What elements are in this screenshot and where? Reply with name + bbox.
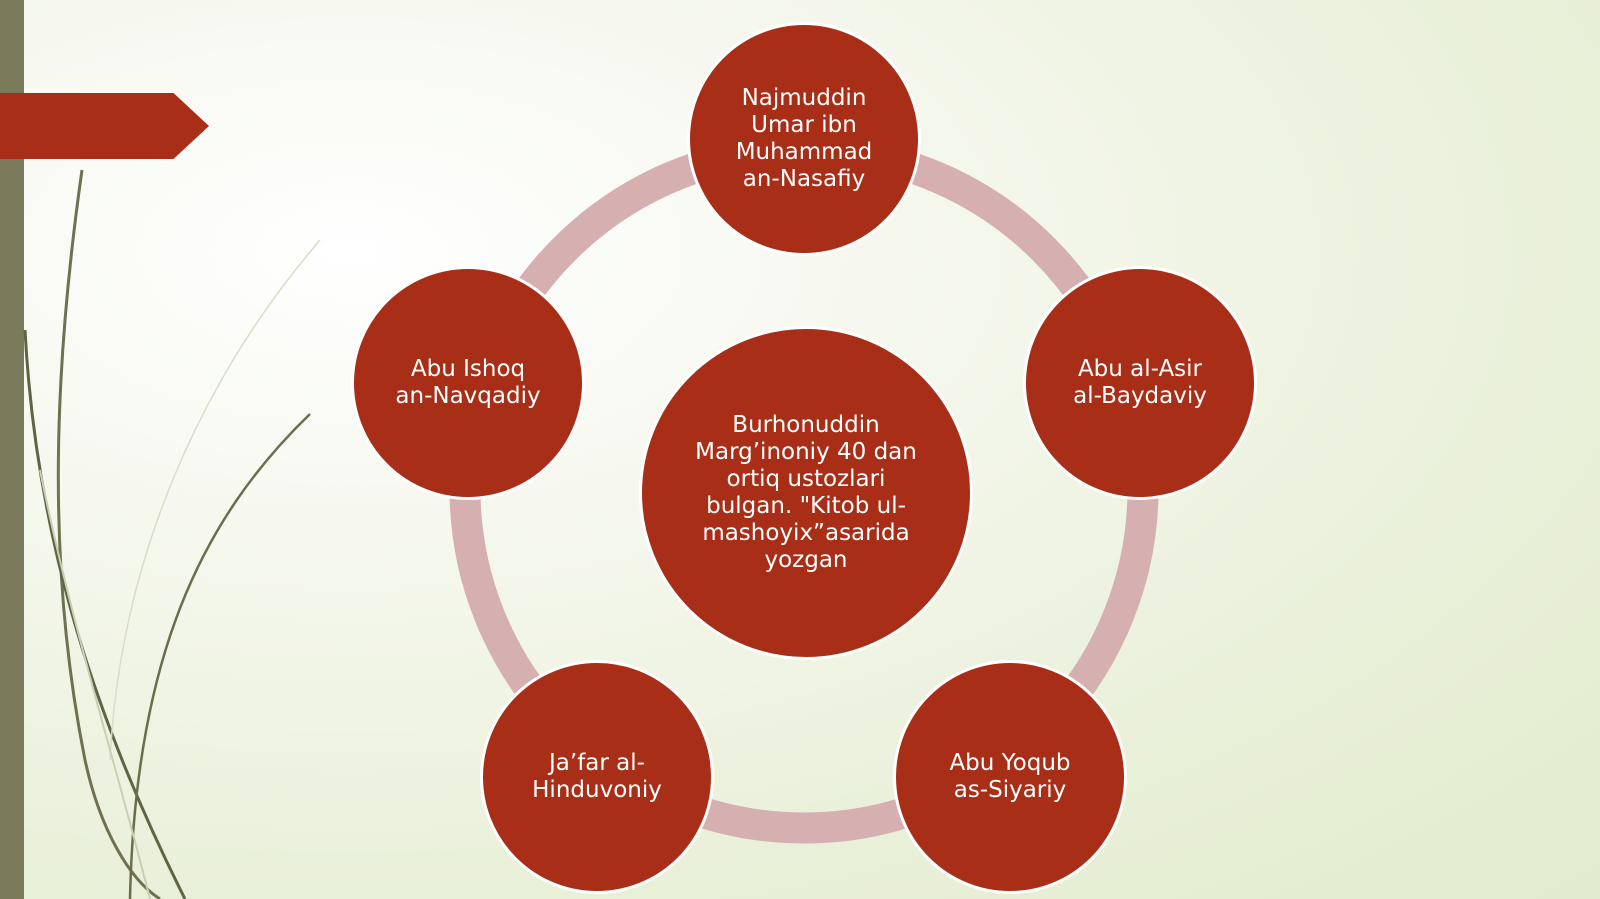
node-abu-yoqub: Abu Yoqub as-Siyariy	[893, 660, 1127, 894]
node-abu-al-asir: Abu al-Asir al-Baydaviy	[1023, 266, 1257, 500]
node-label: Najmuddin Umar ibn Muhammad an-Nasafiy	[735, 85, 873, 192]
node-label: Ja’far al- Hinduvoniy	[532, 750, 662, 803]
node-label: Abu Ishoq an-Navqadiy	[395, 356, 541, 409]
decorative-grass	[23, 169, 321, 899]
node-label: Abu al-Asir al-Baydaviy	[1073, 356, 1207, 409]
node-najmuddin: Najmuddin Umar ibn Muhammad an-Nasafiy	[687, 22, 921, 256]
node-label: Abu Yoqub as-Siyariy	[949, 750, 1071, 803]
node-jafar: Ja’far al- Hinduvoniy	[480, 660, 714, 894]
center-node: Burhonuddin Marg’inoniy 40 dan ortiq ust…	[639, 326, 973, 660]
node-abu-ishoq: Abu Ishoq an-Navqadiy	[351, 266, 585, 500]
center-node-label: Burhonuddin Marg’inoniy 40 dan ortiq ust…	[695, 412, 917, 573]
title-banner	[0, 93, 209, 159]
